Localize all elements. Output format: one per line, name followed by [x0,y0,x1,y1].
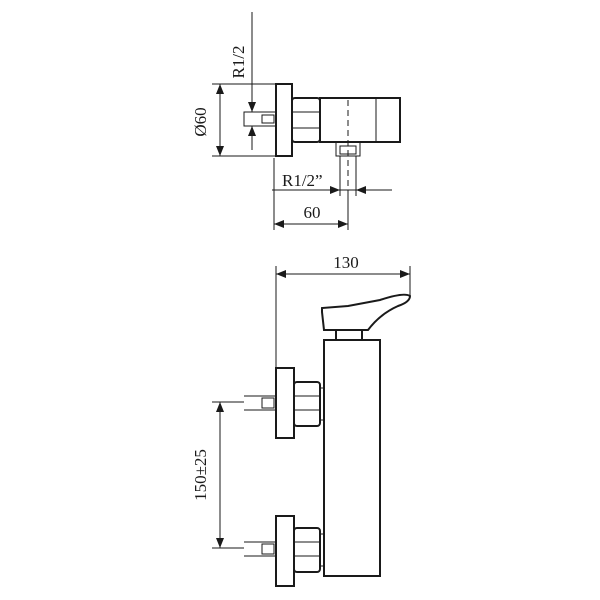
front-view: 130 150±25 [191,253,412,587]
width-label: 130 [333,253,359,272]
width-arrow-left [276,270,286,278]
upper-pipe-inner [261,397,275,409]
outlet-stub [335,141,361,157]
thread-h-arrow-left [330,186,340,194]
inlet-pipe [243,111,277,127]
spacing-label: 150±25 [191,449,210,501]
depth-arrow-right [338,220,348,228]
mixer-body-top [319,97,401,143]
outlet-inner [339,145,357,155]
wall-flange [275,83,293,157]
lower-nut [293,527,321,573]
depth-label: 60 [304,203,321,222]
thread-arrow-top [248,102,256,112]
lever-base [335,329,363,341]
upper-coupler [319,387,325,421]
thread-horizontal-label: R1/2” [282,171,323,190]
thread-vertical-label: R1/2 [229,45,248,78]
diameter-label: Ø60 [191,107,210,136]
inlet-pipe-inner [261,114,275,124]
connector-nut [291,97,321,143]
lever-handle [321,293,412,331]
thread-h-arrow-right [356,186,366,194]
lower-pipe-inner [261,543,275,555]
mixer-body [323,339,381,577]
spacing-arrow-top [216,402,224,412]
lower-flange [275,515,295,587]
upper-flange [275,367,295,439]
spacing-arrow-bottom [216,538,224,548]
width-arrow-right [400,270,410,278]
diameter-arrow-top [216,84,224,94]
lower-coupler [319,533,325,567]
thread-arrow-bottom [248,126,256,136]
depth-arrow-left [274,220,284,228]
top-view: R1/2 Ø60 R1/2” [191,12,401,230]
upper-nut [293,381,321,427]
diameter-arrow-bottom [216,146,224,156]
